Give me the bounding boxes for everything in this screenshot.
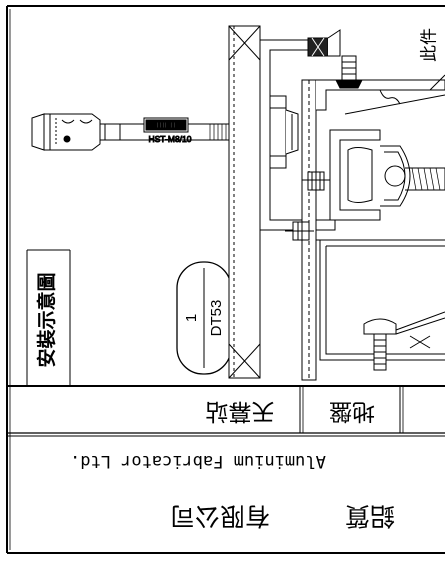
bracket-assembly — [259, 39, 445, 381]
screw-mid-1 — [302, 171, 330, 191]
project-name: 天幕站 — [206, 399, 275, 425]
screw-bottom — [363, 311, 445, 371]
edge-note: 此件 — [419, 28, 438, 62]
screw-mid-2 — [285, 221, 314, 241]
plan-title: 安裝示意圖 — [35, 272, 58, 367]
company-english: Aluminium Fabricator Ltd. — [70, 451, 326, 471]
anchor-logo: HILTI — [156, 121, 175, 130]
detail-number: 1 — [183, 314, 200, 322]
field-name: 地盤 — [329, 399, 375, 425]
anchor-label: HST-M8/10 — [149, 134, 192, 144]
detail-bubble: 1 DT53 — [176, 261, 232, 375]
sheet-border — [6, 5, 445, 554]
anchor-bolt: HILTI HST-M8/10 — [31, 113, 262, 151]
company-chinese-partial: 鋁質 — [345, 501, 395, 529]
detail-code: DT53 — [208, 300, 225, 337]
company-chinese: 有限公司 — [170, 501, 270, 529]
screw-top — [335, 55, 363, 89]
wall-plate — [228, 25, 261, 379]
title-block — [7, 385, 445, 437]
plan-title-box — [26, 249, 71, 386]
screw-corner — [307, 29, 341, 57]
